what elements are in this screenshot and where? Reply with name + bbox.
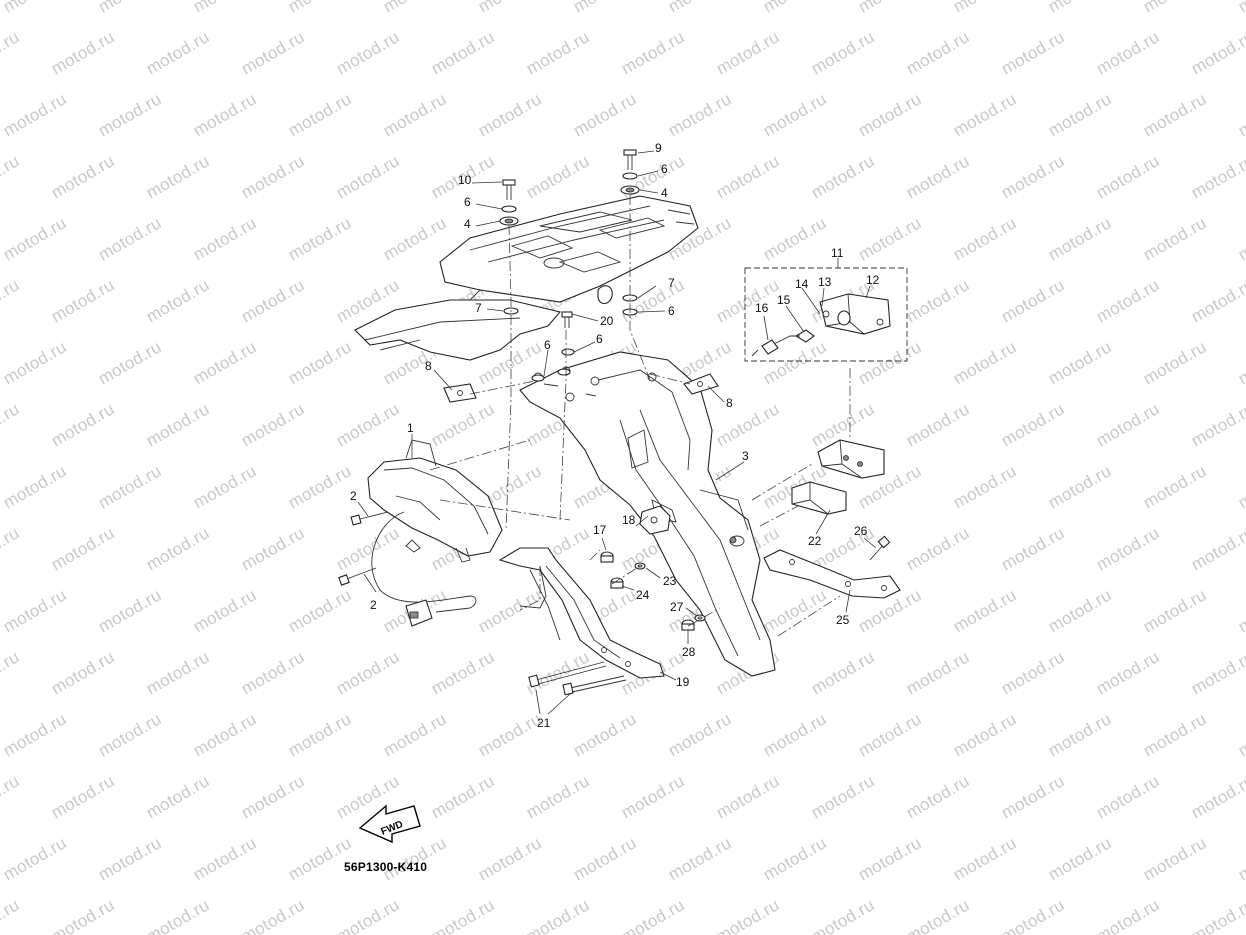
bolt-10	[502, 179, 516, 200]
callout-12: 12	[866, 273, 880, 287]
callout-23: 23	[663, 574, 677, 588]
nut-17	[600, 551, 614, 563]
bolt-9	[623, 149, 637, 170]
bolt-20	[561, 311, 573, 328]
collar-5-left	[501, 205, 517, 213]
callout-5-left: 6	[464, 195, 471, 209]
rear-carrier-rack	[439, 195, 699, 303]
callout-3: 3	[742, 449, 749, 463]
part-code: 56P1300-K410	[344, 860, 428, 874]
callout-5-right: 6	[661, 162, 668, 176]
screw-lower	[338, 567, 377, 586]
callout-4-left: 4	[464, 217, 471, 231]
callout-17: 17	[593, 523, 607, 537]
callout-14: 14	[795, 277, 809, 291]
license-light-kit	[744, 267, 908, 362]
screw-upper	[350, 511, 389, 526]
washer-27	[694, 614, 706, 622]
callout-16: 16	[755, 301, 769, 315]
bracket	[639, 505, 671, 535]
callout-7-right: 7	[668, 276, 675, 290]
washer-4-right	[620, 185, 640, 195]
bolt-26	[869, 535, 891, 561]
plate-left	[443, 383, 477, 403]
callout-9: 9	[655, 141, 662, 155]
assembly-lines	[429, 195, 851, 637]
callout-13: 13	[818, 275, 832, 289]
fwd-arrow-icon: FWD	[358, 804, 421, 844]
license-stay	[498, 547, 665, 679]
bolt-21-lower	[562, 675, 627, 696]
callout-24: 24	[636, 588, 650, 602]
license-plate-bracket	[763, 549, 901, 599]
bolt-21-upper	[528, 661, 607, 688]
plate-right	[683, 373, 719, 395]
collar-ring-20	[597, 285, 613, 305]
callout-6-right: 6	[668, 304, 675, 318]
callout-27: 27	[670, 600, 684, 614]
callout-4-right: 4	[661, 186, 668, 200]
callout-6-mid: 6	[596, 332, 603, 346]
callout-26: 26	[854, 524, 868, 538]
nut-28	[681, 619, 695, 631]
callout-7-left: 7	[475, 301, 482, 315]
callout-1: 1	[407, 421, 414, 435]
callout-8-left: 8	[425, 359, 432, 373]
callout-2-lower: 2	[370, 598, 377, 612]
callout-22: 22	[808, 534, 822, 548]
seat-base-frame	[354, 289, 562, 361]
nut-24	[610, 577, 624, 589]
washer-23	[634, 562, 646, 570]
callout-8-right: 8	[726, 396, 733, 410]
callout-28: 28	[682, 645, 696, 659]
reflector	[791, 481, 847, 515]
callout-21: 21	[537, 716, 551, 730]
callout-6-left: 6	[544, 338, 551, 352]
callout-18: 18	[622, 513, 636, 527]
callout-labels: 10 6 4 9 6 4 7 6 7 20 6 6 8 8 1 3 2	[350, 141, 880, 730]
callout-19: 19	[676, 675, 690, 689]
nut-6-group	[531, 348, 575, 382]
callout-15: 15	[777, 293, 791, 307]
callout-20: 20	[600, 314, 614, 328]
collar-5-right	[622, 172, 638, 180]
tail-light-assembly	[367, 439, 503, 627]
lamp-bracket	[817, 439, 885, 479]
washer-4-left	[499, 216, 519, 226]
callout-10: 10	[458, 173, 472, 187]
callout-25: 25	[836, 613, 850, 627]
callout-2-upper: 2	[350, 489, 357, 503]
callout-11: 11	[831, 246, 844, 260]
